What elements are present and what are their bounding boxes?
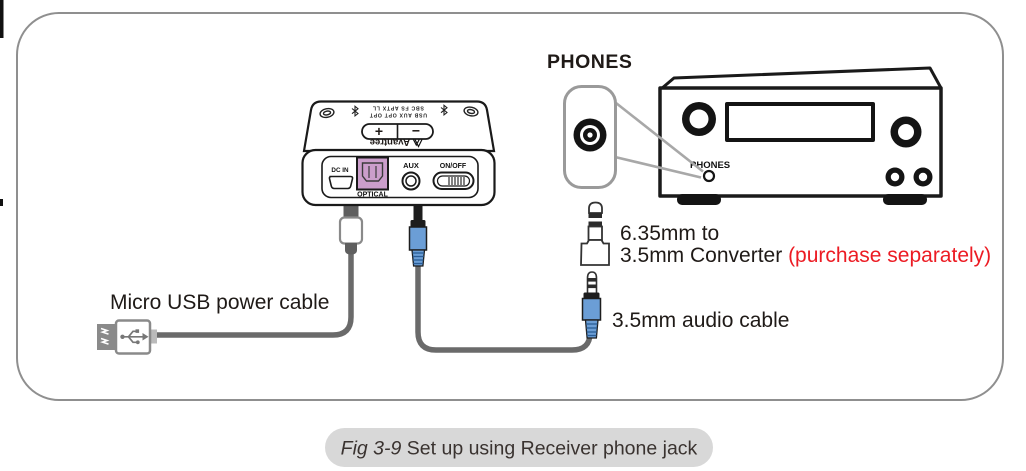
converter-635-icon [580, 201, 610, 266]
receiver-phones-label: PHONES [690, 160, 730, 171]
usb-cable-label: Micro USB power cable [110, 291, 329, 314]
receiver-left-knob [682, 102, 716, 136]
figure-caption: Fig 3-9 Set up using Receiver phone jack [325, 428, 713, 467]
page-edge-mark [0, 0, 4, 38]
page-edge-mark [0, 199, 3, 206]
stereo-receiver-illustration: PHONES [658, 66, 943, 205]
converter-label-line2: 3.5mm Converter (purchase separately) [620, 244, 991, 267]
plus-button-label: + [375, 123, 383, 139]
phones-callout: PHONES [547, 51, 704, 189]
aux-port-inner [405, 175, 417, 187]
optical-port-inner [361, 162, 384, 182]
receiver-foot [883, 194, 927, 205]
brand-text: Avantree [370, 137, 410, 148]
receiver-small-knobs [885, 167, 933, 187]
dcin-label: DC IN [331, 167, 349, 174]
receiver-right-knob [890, 116, 922, 148]
screw-icon [319, 106, 479, 119]
aux-plug-left [408, 203, 428, 267]
caption-text: Fig 3-9 Set up using Receiver phone jack [341, 438, 698, 460]
callout-line [614, 155, 702, 179]
device-top-labels: USB AUX OPT OPT SBC FS APTX LL [369, 105, 427, 118]
bluetooth-icon [440, 104, 448, 117]
top-codecs-label: SBC FS APTX LL [372, 105, 424, 111]
receiver-display [725, 102, 875, 142]
caption-fig-number: Fig 3-9 [341, 438, 402, 460]
caption-pill [325, 428, 713, 467]
audio-cable-label: 3.5mm audio cable [612, 309, 789, 332]
brand-logo: Avantree [370, 137, 423, 148]
converter-purchase-note: (purchase separately) [788, 244, 991, 267]
optical-label: OPTICAL [357, 192, 388, 199]
dcin-port [328, 175, 354, 190]
minus-button-label: − [412, 123, 420, 139]
converter-label-prefix: 3.5mm Converter [620, 244, 788, 267]
receiver-phones-port [702, 169, 716, 183]
top-sources-label: USB AUX OPT OPT [369, 112, 427, 118]
avantree-receiver-device: USB AUX OPT OPT SBC FS APTX LL + − Avant… [301, 100, 496, 207]
phone-jack-icon [573, 118, 607, 152]
callout-line [615, 101, 704, 173]
aux-plug-right [581, 271, 602, 339]
aux-label: AUX [403, 161, 419, 170]
usb-a-plug-icon [97, 319, 157, 355]
receiver-foot [677, 194, 721, 205]
converter-label-line1: 6.35mm to [620, 222, 719, 245]
volume-rocker: + − [361, 123, 434, 140]
micro-usb-plug-icon [338, 206, 364, 255]
audio-cable [415, 259, 593, 353]
phones-heading: PHONES [547, 51, 632, 73]
power-switch [432, 171, 475, 190]
usb-trident-icon [120, 329, 149, 345]
bluetooth-icon [351, 105, 359, 118]
avantree-logo-icon [412, 139, 423, 148]
usb-power-cable [150, 249, 354, 338]
caption-title: Set up using Receiver phone jack [401, 438, 697, 460]
power-label: ON/OFF [440, 163, 467, 170]
